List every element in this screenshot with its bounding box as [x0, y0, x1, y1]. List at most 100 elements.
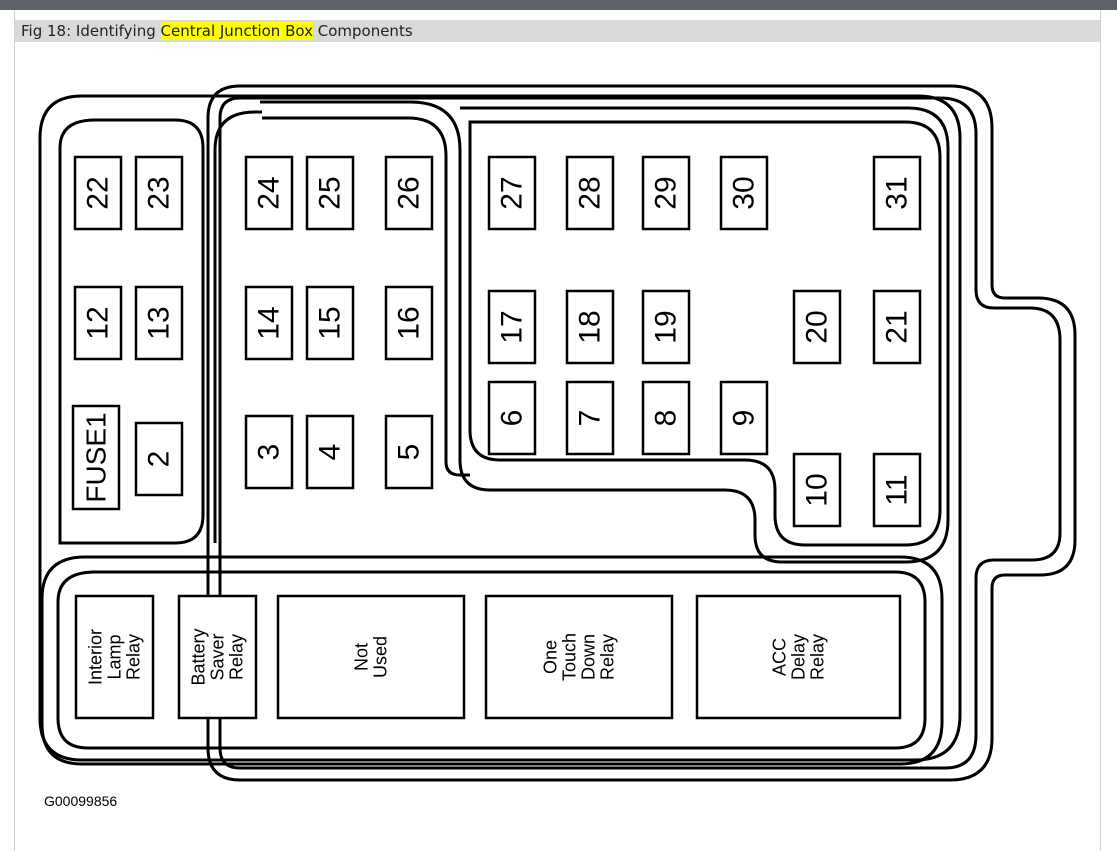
relay-battery-saver: BatterySaverRelay [177, 594, 258, 720]
relay-label-line: Saver [208, 633, 228, 680]
relay-compartment-outline [40, 555, 944, 766]
relay-label-acc-delay: ACCDelayRelay [770, 634, 828, 680]
fuse-label-12: 12 [82, 306, 115, 339]
relay-label-line: Relay [808, 634, 828, 680]
fuse-box-11 [872, 452, 922, 528]
fuse-11: 11 [872, 452, 922, 528]
right-compartment-outline [468, 120, 942, 547]
middle-inner-outline [262, 116, 470, 477]
relay-label-line: Touch [560, 633, 580, 681]
fuse-label-2: 2 [143, 451, 176, 468]
fuse-box-5 [384, 414, 434, 490]
fuse-7: 7 [565, 380, 615, 456]
fuse-label-16: 16 [393, 306, 426, 339]
fuse-28: 28 [565, 155, 615, 231]
fuse-box-12 [73, 285, 123, 361]
fuse-label-13: 13 [143, 306, 176, 339]
fuse-label-25: 25 [314, 176, 347, 209]
fuse-12: 12 [73, 285, 123, 361]
fuse-box-15 [305, 285, 355, 361]
fuse-22: 22 [73, 155, 123, 231]
relay-interior-lamp: InteriorLampRelay [74, 594, 155, 720]
relay-label-line: Used [371, 636, 391, 678]
fuse-label-23: 23 [143, 176, 176, 209]
fuse-label-14: 14 [253, 306, 286, 339]
fuse-label-28: 28 [574, 176, 607, 209]
fuse-label-26: 26 [393, 176, 426, 209]
fuse-20: 20 [792, 289, 842, 365]
fuse-fuse1: FUSE1 [71, 404, 121, 511]
relay-label-line: Down [579, 634, 599, 680]
middle-compartment-outline [260, 100, 950, 564]
fuse-box-6 [487, 380, 537, 456]
relay-not-used: NotUsed [276, 594, 466, 720]
fuse-label-29: 29 [650, 176, 683, 209]
housing-back-outline [206, 84, 1077, 782]
fuse-17: 17 [487, 289, 537, 365]
fuse-label-20: 20 [801, 310, 834, 343]
fuse-29: 29 [641, 155, 691, 231]
relay-label-line: Interior [86, 629, 106, 685]
fuse-26: 26 [384, 155, 434, 231]
fuse-box-21 [872, 289, 922, 365]
fuse-label-7: 7 [574, 410, 607, 427]
fuse-box-10 [792, 452, 842, 528]
fuse-box-18 [565, 289, 615, 365]
fuse-2: 2 [134, 421, 184, 497]
fuse-box-22 [73, 155, 123, 231]
fuse-6: 6 [487, 380, 537, 456]
relay-label-line: Relay [598, 634, 618, 680]
fuse-label-5: 5 [393, 444, 426, 461]
relay-acc-delay: ACCDelayRelay [695, 594, 902, 720]
fuse-13: 13 [134, 285, 184, 361]
relay-box-acc-delay [695, 594, 902, 720]
fuse-label-24: 24 [253, 176, 286, 209]
fuse-label-17: 17 [496, 310, 529, 343]
fuse-label-6: 6 [496, 410, 529, 427]
fuse-box-31 [872, 155, 922, 231]
fuse-label-18: 18 [574, 310, 607, 343]
fuse-box-24 [244, 155, 294, 231]
fuse-box-30 [719, 155, 769, 231]
fuse-box-19 [641, 289, 691, 365]
fuse-label-fuse1: FUSE1 [81, 412, 112, 502]
fuse-box-3 [244, 414, 294, 490]
relay-box-not-used [276, 594, 466, 720]
fuse-27: 27 [487, 155, 537, 231]
relay-one-touch-down: OneTouchDownRelay [484, 594, 674, 720]
fuse-box-20 [792, 289, 842, 365]
fuse-box-17 [487, 289, 537, 365]
fuse-box-4 [305, 414, 355, 490]
relay-label-line: Delay [789, 634, 809, 680]
fuse-box-23 [134, 155, 184, 231]
middle-compartment-left-wall [213, 110, 262, 543]
fuse-label-3: 3 [253, 444, 286, 461]
fuse-box-16 [384, 285, 434, 361]
fuse-23: 23 [134, 155, 184, 231]
fuse-label-22: 22 [82, 176, 115, 209]
relay-label-line: One [541, 640, 561, 674]
fuse-box-25 [305, 155, 355, 231]
caption-suffix: Components [312, 22, 413, 40]
fuse-30: 30 [719, 155, 769, 231]
fuse-24: 24 [244, 155, 294, 231]
fuse-16: 16 [384, 285, 434, 361]
fuse-25: 25 [305, 155, 355, 231]
figure-code: G00099856 [44, 793, 118, 809]
fuse-10: 10 [792, 452, 842, 528]
fuse-15: 15 [305, 285, 355, 361]
fuse-box-27 [487, 155, 537, 231]
fuse-4: 4 [305, 414, 355, 490]
fuse-label-19: 19 [650, 310, 683, 343]
top-strip [0, 0, 1117, 10]
fuse-box-14 [244, 285, 294, 361]
housing-frame-outline [38, 94, 962, 762]
caption-highlight: Central Junction Box [160, 22, 313, 40]
fuse-box-26 [384, 155, 434, 231]
fuse-31: 31 [872, 155, 922, 231]
fuse-9: 9 [719, 380, 769, 456]
fuse-box-29 [641, 155, 691, 231]
fuse-box-13 [134, 285, 184, 361]
